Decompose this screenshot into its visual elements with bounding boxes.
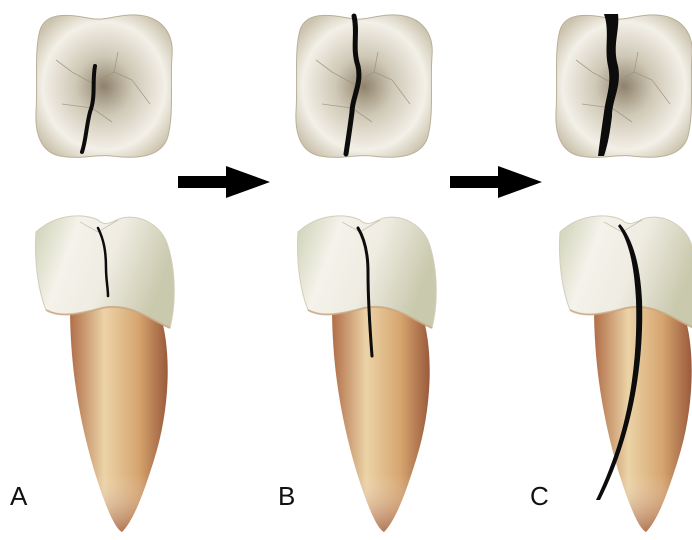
occlusal-view-b xyxy=(296,15,432,157)
occlusal-view-a xyxy=(36,15,172,157)
occlusal-view-c xyxy=(556,15,692,157)
panel-label-c: C xyxy=(530,481,549,511)
panel-label-b: B xyxy=(278,481,295,511)
side-view-c xyxy=(559,216,692,532)
panel-c: C xyxy=(530,14,692,532)
progression-arrow-1 xyxy=(178,166,270,198)
progression-arrow-2 xyxy=(450,166,542,198)
panel-label-a: A xyxy=(10,481,28,511)
panel-b: B xyxy=(278,15,436,532)
panel-a: A xyxy=(10,15,174,532)
